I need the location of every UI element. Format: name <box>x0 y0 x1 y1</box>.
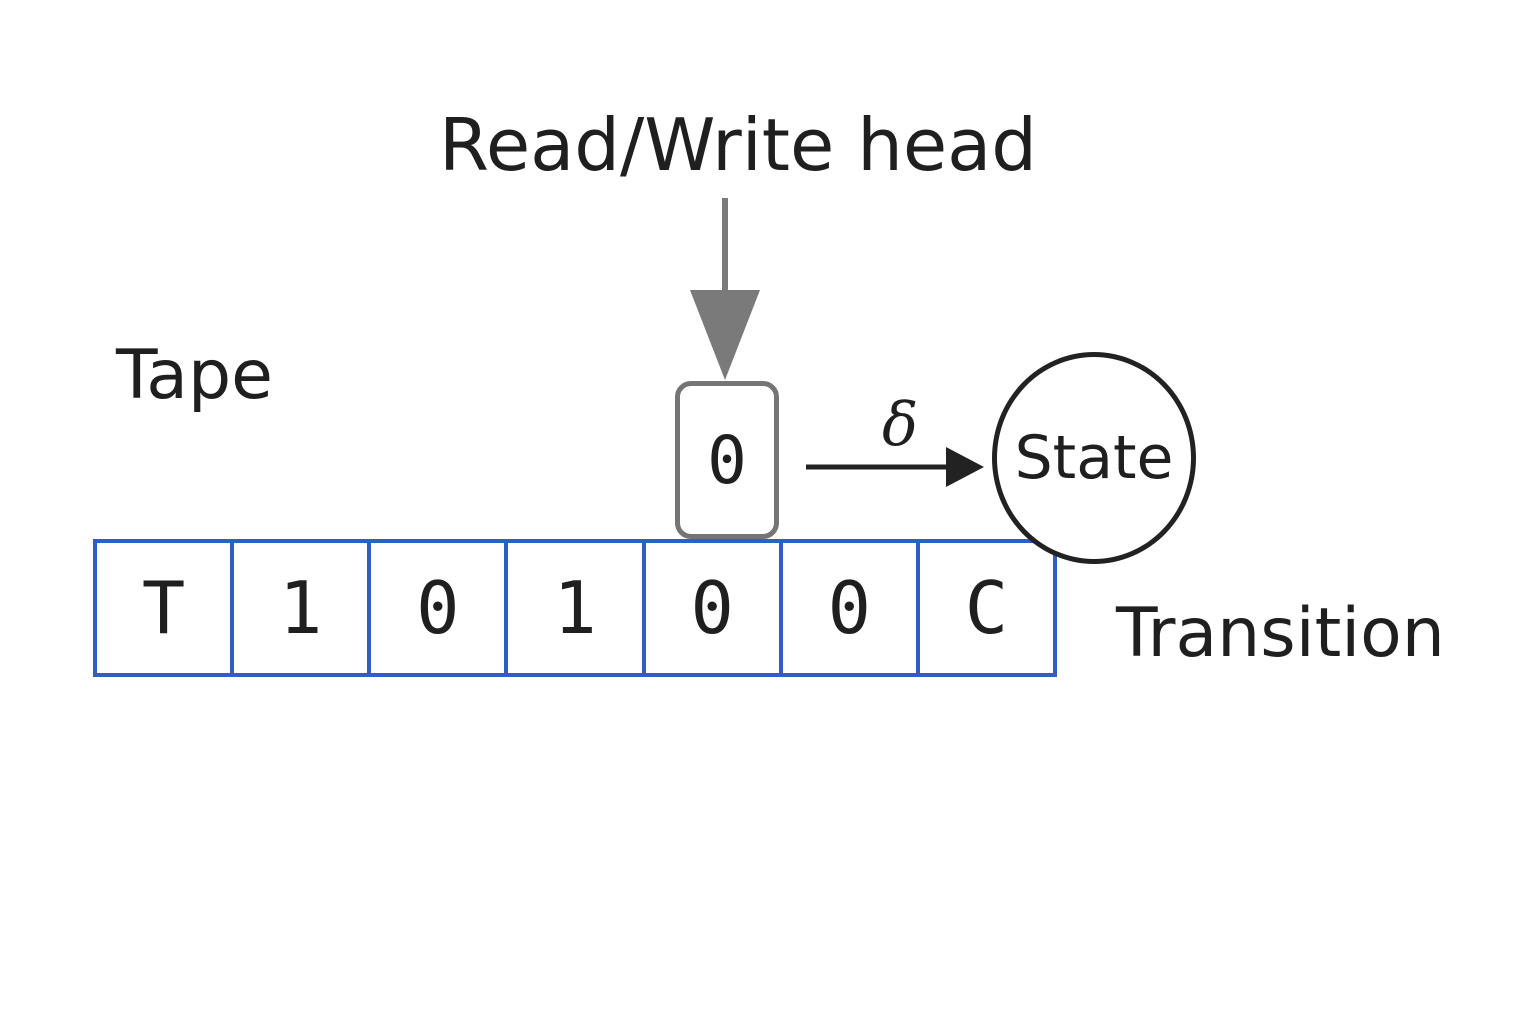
transition-arrow-tip <box>946 447 984 487</box>
head-arrow-tip <box>690 290 760 380</box>
tape-cell: 1 <box>234 543 372 673</box>
tape-label: Tape <box>116 336 273 415</box>
state-node: State <box>992 352 1196 564</box>
read-write-head: 0 <box>675 381 779 539</box>
state-label: State <box>1014 423 1174 493</box>
tape-cell: 0 <box>371 543 509 673</box>
read-write-head-label: Read/Write head <box>439 103 1037 187</box>
transition-label: Transition <box>1116 594 1445 673</box>
tape-cell: C <box>964 566 1009 650</box>
tape-cell: 0 <box>783 543 920 673</box>
tape-cell: T <box>97 543 235 673</box>
delta-symbol: δ <box>882 390 919 460</box>
tape-cell: 0 <box>646 543 783 673</box>
tape-cell: 1 <box>508 543 646 673</box>
